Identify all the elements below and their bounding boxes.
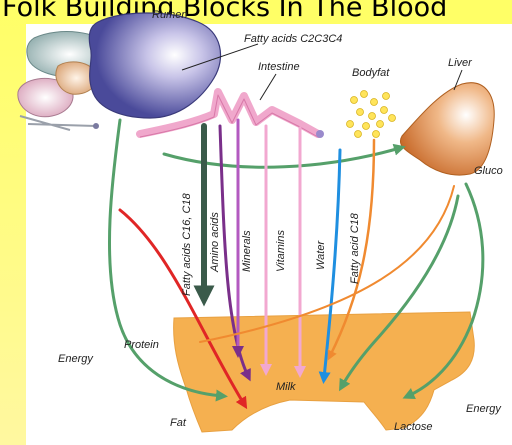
rumen-shape <box>89 13 220 118</box>
label-vitamins: Vitamins <box>275 230 287 272</box>
label-liver: Liver <box>448 57 473 69</box>
label-milk: Milk <box>276 381 296 393</box>
label-rumen: Rumen <box>152 9 187 21</box>
label-fatty-acid-c18: Fatty acid C18 <box>349 212 361 284</box>
label-energy-right: Energy <box>466 403 502 415</box>
label-lactose: Lactose <box>394 421 433 433</box>
label-minerals: Minerals <box>241 230 253 272</box>
energy-arrow-rumen-liver <box>164 148 400 167</box>
esophagus <box>20 116 96 130</box>
label-bodyfat: Bodyfat <box>352 67 390 79</box>
esophagus-end <box>93 123 99 129</box>
label-protein: Protein <box>124 339 159 351</box>
label-amino-acids: Amino acids <box>209 212 221 273</box>
liver-illustration <box>400 70 494 175</box>
label-water: Water <box>315 240 327 270</box>
label-fatty-acids-c16-c18: Fatty acids C16, C18 <box>181 192 193 296</box>
intestine-pointer <box>260 74 276 100</box>
bodyfat-droplets <box>347 91 396 138</box>
label-fat: Fat <box>170 417 187 429</box>
label-glucose: Gluco <box>474 165 503 177</box>
label-energy-left: Energy <box>58 353 94 365</box>
label-intestine: Intestine <box>258 61 300 73</box>
label-fatty-acids-c2c3c4: Fatty acids C2C3C4 <box>244 33 342 45</box>
rumen-illustration <box>18 13 258 130</box>
